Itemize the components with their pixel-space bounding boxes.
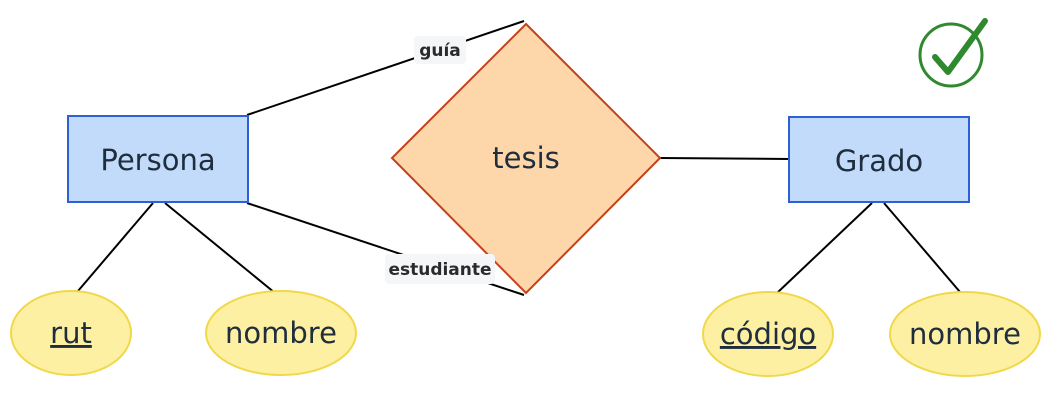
edge-persona-nombre [164, 202, 276, 294]
relationship-tesis-shape [390, 22, 662, 295]
check-circle-icon [918, 18, 988, 88]
attribute-persona-nombre-label: nombre [225, 316, 337, 350]
edge-grado-nombre [883, 202, 961, 293]
edges [77, 20, 961, 296]
attribute-codigo[interactable]: código [702, 291, 834, 377]
attribute-rut[interactable]: rut [10, 290, 132, 376]
edge-persona-rut [77, 202, 154, 292]
attribute-rut-label: rut [50, 316, 92, 350]
relationship-tesis-label: tesis [492, 141, 560, 175]
entity-grado[interactable]: Grado [788, 116, 970, 203]
edge-label-estudiante: estudiante [385, 254, 495, 284]
edge-persona-guia [246, 20, 525, 116]
attribute-codigo-label: código [720, 317, 816, 351]
relationship-tesis[interactable]: tesis [390, 22, 662, 295]
attribute-codigo-shape [702, 291, 834, 377]
entity-persona-box [67, 115, 249, 203]
entity-grado-label: Grado [835, 144, 923, 178]
edge-tesis-grado [659, 157, 790, 160]
edge-label-guia-text: guía [419, 41, 461, 61]
edge-label-estudiante-text: estudiante [388, 260, 491, 280]
edge-label-estudiante-bg [385, 254, 495, 284]
attribute-rut-shape [10, 290, 132, 376]
entity-persona[interactable]: Persona [67, 115, 249, 203]
check-mark [932, 18, 988, 75]
entity-grado-box [788, 116, 970, 203]
attribute-persona-nombre[interactable]: nombre [205, 290, 357, 376]
edge-grado-codigo [776, 202, 873, 294]
entity-persona-label: Persona [100, 143, 215, 177]
attribute-persona-nombre-shape [205, 290, 357, 376]
check-circle-ring [918, 22, 984, 88]
edge-label-guia: guía [414, 36, 466, 64]
attribute-grado-nombre-shape [889, 291, 1041, 377]
attribute-grado-nombre[interactable]: nombre [889, 291, 1041, 377]
attribute-grado-nombre-label: nombre [909, 317, 1021, 351]
edge-label-guia-bg [414, 36, 466, 64]
